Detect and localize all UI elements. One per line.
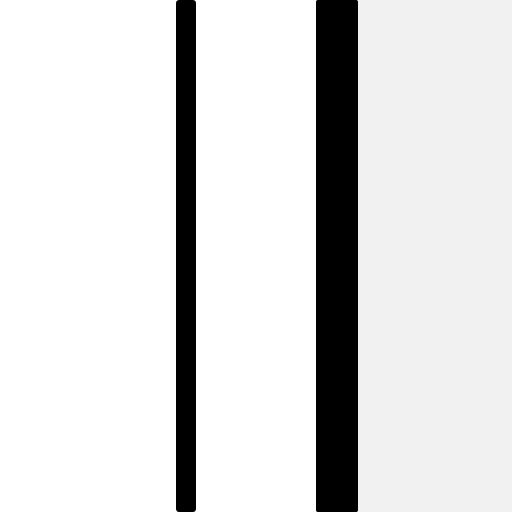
- thick-vertical-rule: [316, 0, 358, 512]
- right-panel: [358, 0, 512, 512]
- thin-vertical-rule: [176, 0, 196, 512]
